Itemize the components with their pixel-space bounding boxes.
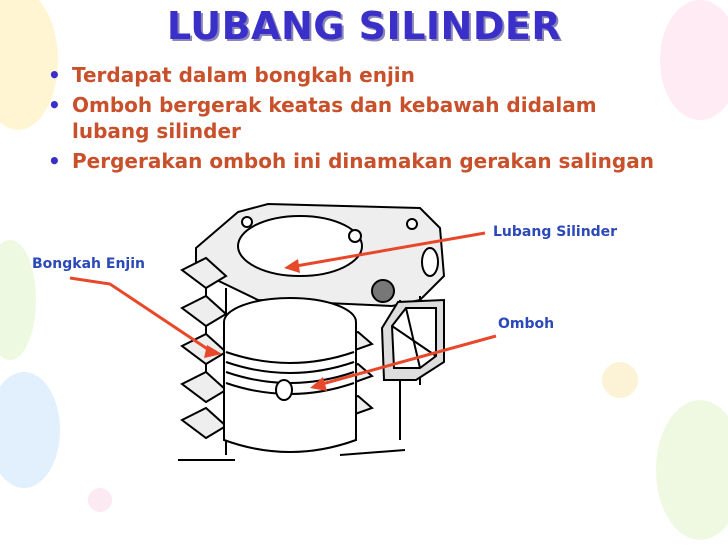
pointer-arrows	[69, 231, 497, 391]
balloon-decoration	[0, 0, 58, 130]
label-engine-block: Bongkah Enjin	[32, 256, 145, 272]
confetti-decoration	[88, 488, 112, 512]
arrow-head-icon	[284, 259, 300, 273]
balloon-decoration	[0, 372, 60, 488]
arrow-head-icon	[204, 345, 222, 358]
slide-title: LUBANG SILINDER	[166, 4, 562, 48]
arrow-to-engine-block	[69, 276, 213, 354]
bullet-item: • Pergerakan omboh ini dinamakan gerakan …	[44, 148, 664, 174]
bullet-item: • Omboh bergerak keatas dan kebawah didal…	[44, 92, 664, 144]
balloon-decoration	[656, 400, 728, 540]
arrow-to-piston	[321, 334, 497, 386]
label-cylinder-bore: Lubang Silinder	[493, 224, 618, 240]
engine-block-drawing	[178, 202, 446, 461]
bullet-dot-icon: •	[48, 63, 61, 87]
arrow-to-cylinder-bore	[295, 231, 486, 268]
bullet-dot-icon: •	[48, 93, 61, 117]
arrow-head-icon	[310, 377, 327, 391]
bullet-list: • Terdapat dalam bongkah enjin • Omboh ber…	[44, 62, 664, 178]
bullet-dot-icon: •	[48, 149, 61, 173]
bullet-text: Terdapat dalam bongkah enjin	[72, 63, 415, 87]
label-piston: Omboh	[498, 316, 555, 332]
balloon-decoration	[660, 0, 728, 120]
confetti-decoration	[602, 362, 638, 398]
bullet-text: Omboh bergerak keatas dan kebawah didala…	[72, 93, 597, 143]
bullet-item: • Terdapat dalam bongkah enjin	[44, 62, 664, 88]
bullet-text: Pergerakan omboh ini dinamakan gerakan s…	[72, 149, 654, 173]
balloon-decoration	[0, 240, 36, 360]
